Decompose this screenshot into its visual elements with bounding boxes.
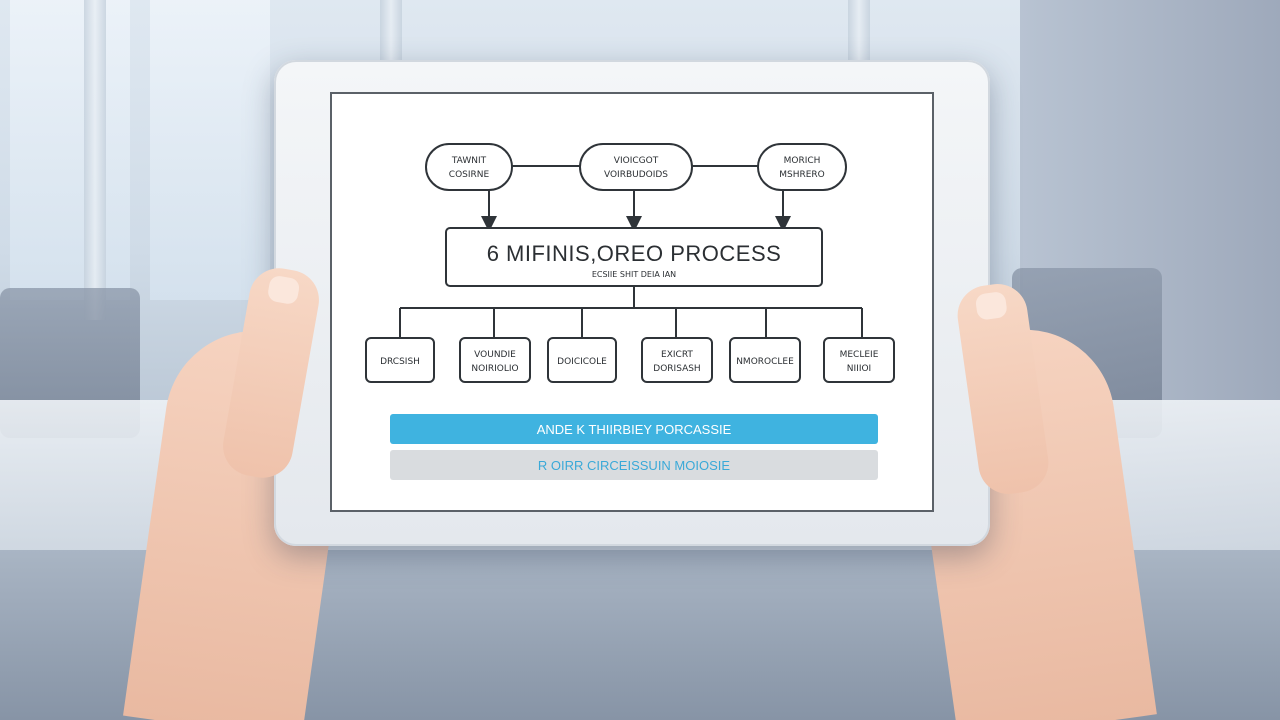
node-label: VIOICGOT: [614, 156, 659, 166]
center-process-node: 6 MIFINIS,OREO PROCESS ECSIIE SHIT DEIA …: [445, 227, 823, 287]
node-label: TAWNIT: [451, 156, 487, 166]
tablet-screen: TAWNIT COSIRNE VIOICGOT VOIRBUDOIDS MORI…: [330, 92, 934, 512]
bottom-node: EXICRT DORISASH: [641, 337, 713, 383]
node-label: VOUNDIE: [474, 350, 516, 360]
tablet: TAWNIT COSIRNE VIOICGOT VOIRBUDOIDS MORI…: [274, 60, 990, 546]
secondary-bar-label: R OIRR CIRCEISSUIN MOIOSIE: [538, 458, 730, 473]
thumbnail: [974, 290, 1008, 321]
bottom-node: VOUNDIE NOIRIOLIO: [459, 337, 531, 383]
top-node: VIOICGOT VOIRBUDOIDS: [579, 143, 693, 191]
node-label: DOICICOLE: [557, 357, 607, 367]
bottom-node: MECLEIE NIIIOI: [823, 337, 895, 383]
primary-bar-label: ANDE K THIIRBIEY PORCASSIE: [537, 422, 732, 437]
primary-bar: ANDE K THIIRBIEY PORCASSIE: [390, 414, 878, 444]
bottom-node: NMOROCLEE: [729, 337, 801, 383]
bottom-node: DRCSISH: [365, 337, 435, 383]
node-label: DRCSISH: [380, 357, 420, 367]
node-label: MSHRERO: [779, 170, 825, 180]
process-subtitle: ECSIIE SHIT DEIA IAN: [592, 270, 676, 279]
node-label: DORISASH: [653, 364, 700, 374]
node-label: NOIRIOLIO: [471, 364, 518, 374]
top-node: MORICH MSHRERO: [757, 143, 847, 191]
process-title: 6 MIFINIS,OREO PROCESS: [487, 241, 782, 266]
secondary-bar: R OIRR CIRCEISSUIN MOIOSIE: [390, 450, 878, 480]
node-label: COSIRNE: [449, 170, 490, 180]
node-label: MECLEIE: [840, 350, 879, 360]
node-label: VOIRBUDOIDS: [604, 170, 668, 180]
process-diagram: TAWNIT COSIRNE VIOICGOT VOIRBUDOIDS MORI…: [365, 143, 895, 480]
node-label: NIIIOI: [847, 364, 871, 374]
node-label: NMOROCLEE: [736, 357, 794, 367]
node-label: EXICRT: [661, 350, 693, 360]
top-node: TAWNIT COSIRNE: [425, 143, 513, 191]
node-label: MORICH: [784, 156, 821, 166]
background-window: [10, 0, 130, 300]
thumbnail: [266, 274, 301, 306]
background-window: [150, 0, 270, 300]
background-pillar: [84, 0, 106, 320]
bottom-node: DOICICOLE: [547, 337, 617, 383]
